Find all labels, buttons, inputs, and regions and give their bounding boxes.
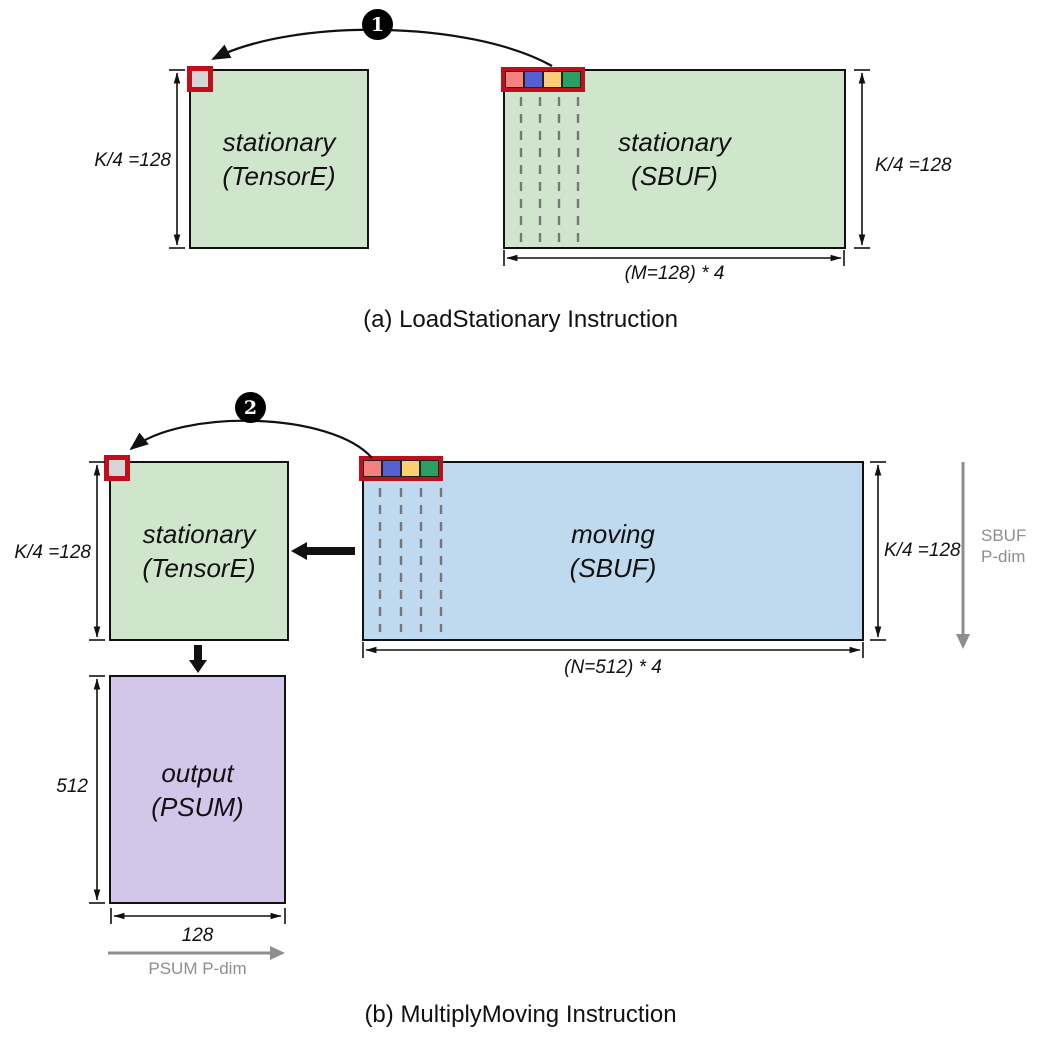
stationary-tensore-box-b: stationary (TensorE)	[109, 461, 289, 641]
m-dim-label-a: (M=128) * 4	[624, 263, 725, 284]
moving-sbuf-box-b: moving (SBUF)	[362, 461, 864, 641]
tile-green	[420, 460, 439, 477]
caption-b: (b) MultiplyMoving Instruction	[364, 1001, 677, 1028]
psum-pdim-axis-label: PSUM P-dim	[148, 959, 247, 978]
tile-yellow	[401, 460, 420, 477]
box-label-line: stationary	[142, 519, 256, 549]
stationary-tensore-label-b: stationary (TensorE)	[142, 518, 255, 584]
stationary-to-output-arrow	[189, 645, 207, 673]
caption-a: (a) LoadStationary Instruction	[363, 306, 678, 333]
tile-green	[562, 71, 581, 88]
tile-blue	[382, 460, 401, 477]
sbuf-pdim-axis-label: SBUF P-dim	[981, 525, 1026, 567]
k-dim-label-a-left: K/4 =128	[94, 150, 171, 171]
box-label-line: (SBUF)	[631, 161, 718, 191]
box-label-line: (PSUM)	[151, 791, 244, 822]
tile-red	[363, 460, 382, 477]
stationary-corner-tile-b	[104, 455, 130, 481]
box-label-line: (TensorE)	[222, 161, 336, 191]
k-dim-label-a-right: K/4 =128	[875, 155, 952, 176]
multiply-moving-curved-arrow	[129, 419, 373, 459]
box-label-line: stationary	[618, 127, 731, 157]
moving-to-stationary-arrow	[291, 542, 355, 560]
tile-red	[505, 71, 524, 88]
sbuf-pdim-axis-line2: P-dim	[981, 547, 1026, 566]
stationary-sbuf-box-a: stationary (SBUF)	[503, 69, 846, 249]
psum-height-label: 512	[56, 776, 88, 797]
tile-blue	[524, 71, 543, 88]
k-dim-label-b-left: K/4 =128	[14, 542, 91, 563]
psum-width-label: 128	[181, 925, 214, 946]
thick-arrow-head	[291, 542, 307, 560]
axis-arrow-head	[956, 634, 970, 649]
moving-tile-row-b	[359, 456, 443, 481]
box-label-line: (TensorE)	[142, 553, 256, 583]
box-label-line: (SBUF)	[569, 553, 657, 583]
sbuf-pdim-axis-line1: SBUF	[981, 526, 1027, 545]
sbuf-tile-row-a	[501, 67, 585, 92]
step-1-badge: 1	[362, 9, 393, 40]
moving-sbuf-label-b: moving (SBUF)	[570, 518, 657, 584]
stationary-corner-tile-a	[187, 66, 213, 92]
output-psum-label: output (PSUM)	[151, 757, 243, 823]
stationary-tensore-label-a: stationary (TensorE)	[222, 126, 335, 192]
thick-arrow-head	[189, 660, 207, 673]
k-dim-label-b-right: K/4 =128	[884, 540, 961, 561]
stationary-tensore-box-a: stationary (TensorE)	[189, 69, 369, 249]
output-psum-box: output (PSUM)	[109, 675, 286, 904]
tile-yellow	[543, 71, 562, 88]
box-label-line: stationary	[222, 127, 336, 157]
step-2-badge: 2	[235, 392, 266, 423]
box-label-line: output	[161, 757, 234, 788]
box-label-line: moving	[571, 519, 655, 549]
stationary-sbuf-label-a: stationary (SBUF)	[618, 126, 731, 192]
n-dim-label-b: (N=512) * 4	[564, 657, 662, 678]
